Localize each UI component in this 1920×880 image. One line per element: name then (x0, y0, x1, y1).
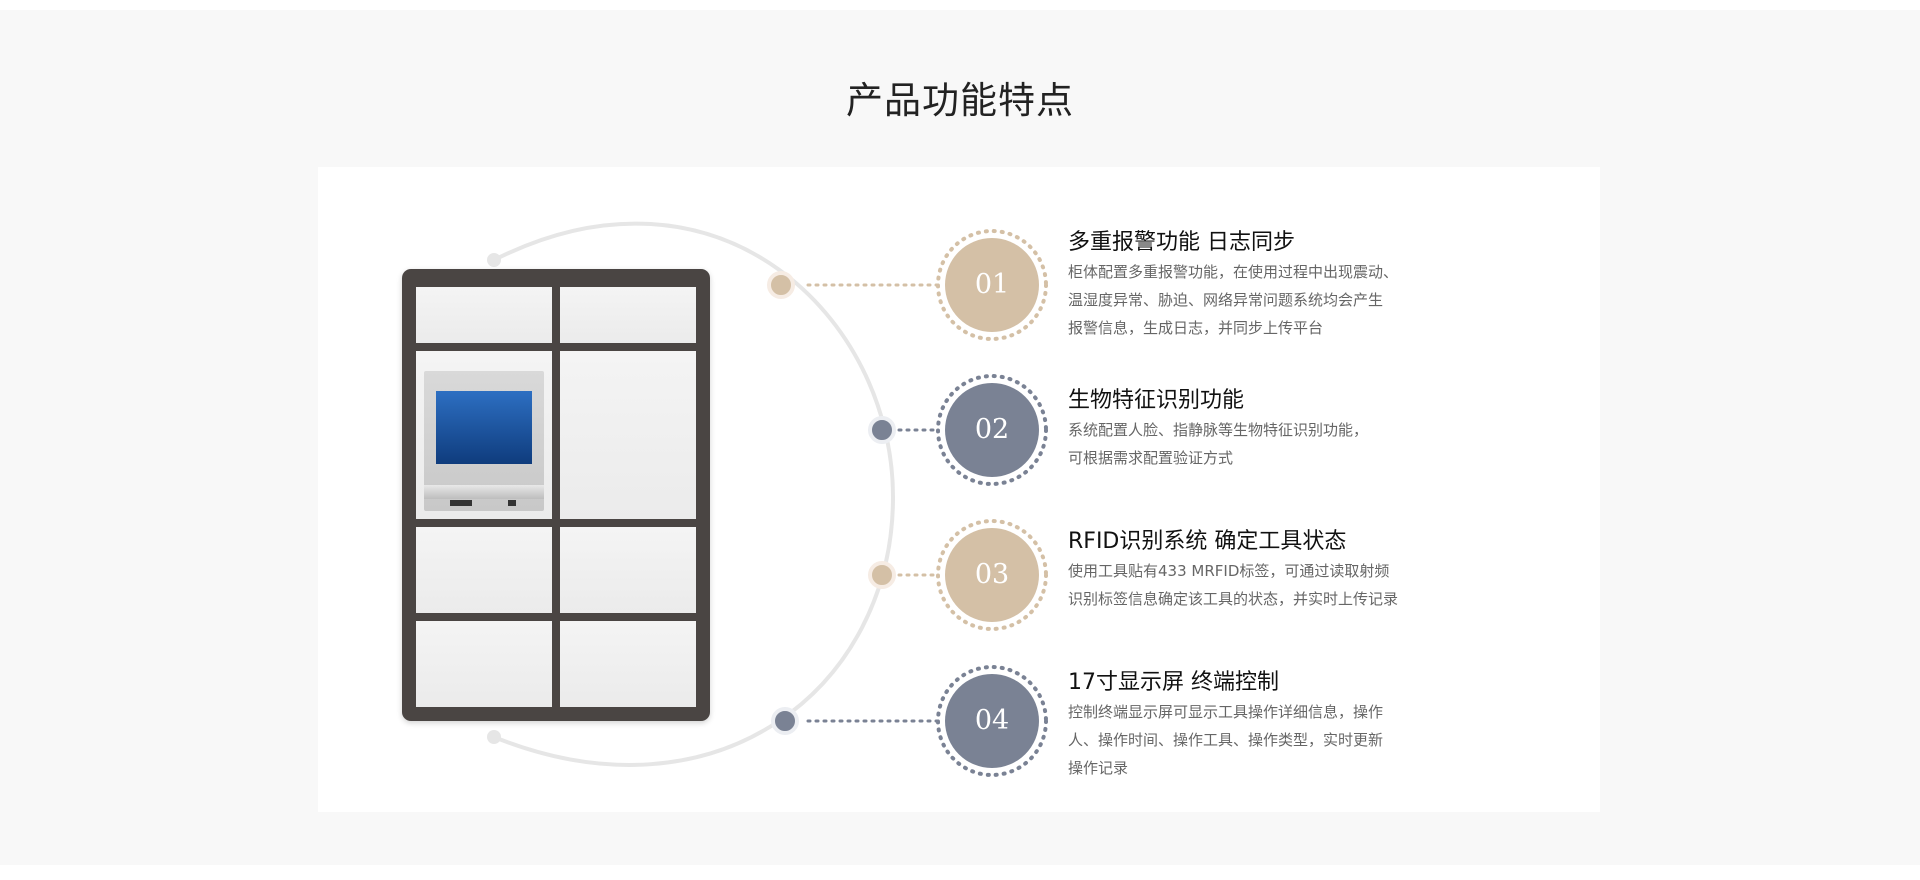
locker-door (560, 527, 696, 613)
locker-door (560, 351, 696, 519)
badge-fill-4 (945, 674, 1039, 768)
feature-title: 生物特征识别功能 (1068, 388, 1245, 413)
features-card: 01 02 03 04 多重报警功能 日志同步 柜体配置多重报警功能，在使用过程… (318, 167, 1600, 812)
scanner-slot (508, 500, 516, 506)
badge-fill-3 (945, 528, 1039, 622)
card-slot (450, 500, 472, 506)
orbit-arc (493, 221, 896, 767)
feature-description: 控制终端显示屏可显示工具操作详细信息，操作 人、操作时间、操作工具、操作类型，实… (1068, 698, 1383, 782)
locker-door (416, 287, 552, 343)
feature-description: 柜体配置多重报警功能，在使用过程中出现震动、 温湿度异常、胁迫、网络异常问题系统… (1068, 258, 1398, 342)
locker-door (416, 621, 552, 707)
badge-ring-4 (936, 665, 1048, 777)
feature-desc-line: 操作记录 (1068, 759, 1129, 777)
feature-description: 系统配置人脸、指静脉等生物特征识别功能， 可根据需求配置验证方式 (1068, 416, 1368, 472)
arc-dot-2 (868, 416, 896, 444)
display-screen (436, 391, 532, 464)
page-title: 产品功能特点 (846, 79, 1074, 122)
features-section: 产品功能特点 (0, 10, 1920, 865)
feature-desc-line: 人、操作时间、操作工具、操作类型，实时更新 (1068, 731, 1384, 749)
feature-desc-line: 可根据需求配置验证方式 (1068, 449, 1234, 467)
feature-title: RFID识别系统 确定工具状态 (1068, 529, 1347, 554)
feature-desc-line: 使用工具贴有433 MRFID标签，可通过读取射频 (1068, 562, 1390, 580)
tool-cabinet-illustration (402, 269, 710, 721)
arc-dot-4 (771, 707, 799, 735)
feature-desc-line: 报警信息，生成日志，并同步上传平台 (1068, 319, 1324, 337)
badge-fill-2 (945, 383, 1039, 477)
kiosk-frame (424, 371, 544, 511)
feature-desc-line: 柜体配置多重报警功能，在使用过程中出现震动、 (1068, 263, 1399, 281)
orbit-end-top (487, 253, 501, 267)
locker-door (416, 527, 552, 613)
feature-desc-line: 控制终端显示屏可显示工具操作详细信息，操作 (1068, 703, 1384, 721)
badge-ring-1 (936, 229, 1048, 341)
kiosk-panel (416, 351, 552, 519)
feature-number-2: 02 (974, 414, 1010, 445)
badge-fill-1 (945, 238, 1039, 332)
connector-graphic (487, 221, 1048, 777)
feature-desc-line: 温湿度异常、胁迫、网络异常问题系统均会产生 (1068, 291, 1384, 309)
arc-dot-3 (868, 561, 896, 589)
badge-ring-3 (936, 519, 1048, 631)
kiosk-shelf (424, 485, 544, 499)
arc-dot-1 (767, 271, 795, 299)
feature-title: 多重报警功能 日志同步 (1068, 230, 1295, 255)
feature-title: 17寸显示屏 终端控制 (1068, 670, 1279, 695)
feature-desc-line: 系统配置人脸、指静脉等生物特征识别功能， (1068, 421, 1369, 439)
orbit-end-bottom (487, 730, 501, 744)
feature-number-4: 04 (974, 705, 1010, 736)
locker-door (560, 621, 696, 707)
feature-number-3: 03 (974, 559, 1010, 590)
feature-description: 使用工具贴有433 MRFID标签，可通过读取射频 识别标签信息确定该工具的状态… (1068, 557, 1398, 613)
badge-ring-2 (936, 374, 1048, 486)
locker-door (560, 287, 696, 343)
feature-desc-line: 识别标签信息确定该工具的状态，并实时上传记录 (1068, 590, 1399, 608)
feature-number-1: 01 (974, 269, 1010, 300)
